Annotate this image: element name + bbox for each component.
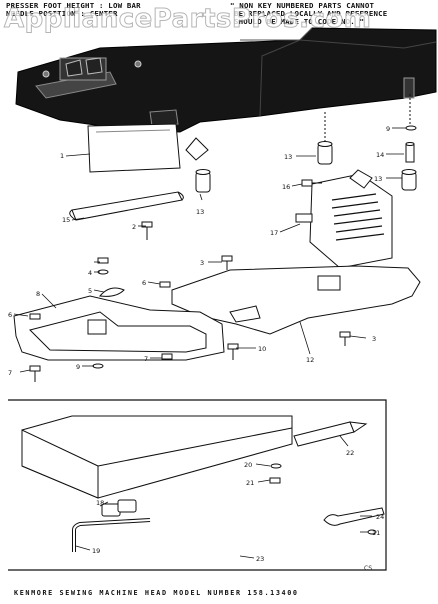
callout-23: 23 xyxy=(256,555,264,563)
part-12-base-plate xyxy=(171,265,421,335)
callout-11: 11 xyxy=(372,529,380,537)
callout-7: 7 xyxy=(144,355,148,363)
part-1-cover-plate xyxy=(87,123,181,173)
callout-6: 6 xyxy=(142,279,146,287)
part-2-screw xyxy=(141,221,153,240)
needle-position-note: NEEDLE POSITION : CENTER xyxy=(6,9,118,18)
callout-15: 15 xyxy=(62,216,70,224)
callout-3: 3 xyxy=(200,259,204,267)
callout-22: 22 xyxy=(346,449,354,457)
callout-9: 9 xyxy=(76,363,80,371)
callout-20: 20 xyxy=(244,461,252,469)
fasteners xyxy=(29,255,351,382)
code-mark: CS xyxy=(364,565,372,572)
parts-note-line-3: SHOULD BE MADE TO CODE NO. " xyxy=(234,17,365,26)
model-footer: KENMORE SEWING MACHINE HEAD MODEL NUMBER… xyxy=(14,589,299,597)
part-17-bracket xyxy=(295,169,393,269)
presser-foot-note: PRESSER FOOT HEIGHT : LOW BAR xyxy=(6,1,141,10)
callout-3: 3 xyxy=(372,335,376,343)
parts-note-line-2: BE REPLACED LOCALLY AND REFERENCE xyxy=(234,9,388,18)
callout-8: 8 xyxy=(36,290,40,298)
callout-labels: 1 2 3 3 4 5 6 6 7 7 8 9 9 10 11 12 13 13… xyxy=(8,125,390,563)
part-22-screwdriver xyxy=(293,421,368,447)
callout-9: 9 xyxy=(386,125,390,133)
callout-14: 14 xyxy=(376,151,384,159)
callout-10: 10 xyxy=(258,345,266,353)
callout-2: 2 xyxy=(132,223,136,231)
part-19-hex-wrench xyxy=(72,518,151,552)
part-23-accessory-box xyxy=(8,399,387,571)
callout-16: 16 xyxy=(282,183,290,191)
part-18-bobbins xyxy=(101,499,137,517)
part-24-lever xyxy=(323,507,385,535)
callout-18: 18 xyxy=(96,499,104,507)
leader-lines xyxy=(13,127,406,559)
callout-21: 21 xyxy=(246,479,254,487)
callout-13: 13 xyxy=(284,153,292,161)
part-16-screw xyxy=(301,179,322,187)
callout-6: 6 xyxy=(8,311,12,319)
callout-1: 1 xyxy=(60,152,64,160)
machine-head xyxy=(15,27,437,161)
callout-13: 13 xyxy=(196,208,204,216)
callout-5: 5 xyxy=(88,287,92,295)
part-13-bushings xyxy=(195,141,417,193)
callout-7: 7 xyxy=(8,369,12,377)
callout-13: 13 xyxy=(374,175,382,183)
parts-note-line-1: " NON KEY NUMBERED PARTS CANNOT xyxy=(230,1,375,10)
callout-12: 12 xyxy=(306,356,314,364)
part-20-washer xyxy=(269,463,282,484)
callout-17: 17 xyxy=(270,229,278,237)
part-15-rod xyxy=(69,191,184,221)
callout-24: 24 xyxy=(376,513,384,521)
part-5-spring xyxy=(99,287,125,297)
watermark: AppliancePartsPros.com xyxy=(3,4,372,35)
callout-19: 19 xyxy=(92,547,100,555)
part-8-frame-bracket xyxy=(13,295,225,361)
part-14-pin xyxy=(324,94,417,163)
callout-4: 4 xyxy=(88,269,92,277)
